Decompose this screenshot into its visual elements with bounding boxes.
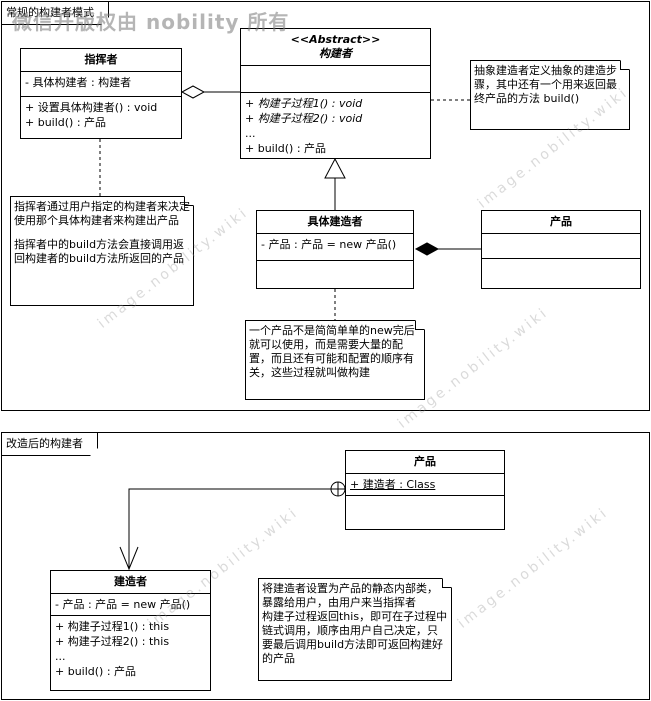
product-top-name: 产品 [482,211,640,234]
abstract-builder-methods: + 构建子过程1() : void + 构建子过程2() : void ... … [241,93,430,159]
director-method-set: + 设置具体构建者() : void [25,101,158,114]
note-director-line1: 指挥者通过用户指定的构建者来决定使用那个具体构建者来构建出产品 [14,200,190,227]
builder-bottom-method-build: + build() : 产品 [55,665,137,678]
abstract-method-step1: + 构建子过程1() : void [245,97,363,110]
top-panel-frame: 常规的构建者模式 [1,1,650,411]
watermark-title: 微信开版权由 nobility 所有 [12,10,290,34]
director-methods: + 设置具体构建者() : void + build() : 产品 [21,97,181,133]
abstract-method-step2: + 构建子过程2() : void [245,112,363,125]
builder-bottom-method-step1: + 构建子过程1() : this [55,620,170,633]
inheritance-triangle [324,157,346,179]
abstract-method-build: + build() : 产品 [245,142,327,155]
nested-arrow-head [119,546,139,571]
abstract-builder-name: 构建者 [319,47,352,60]
abstract-builder-head: <<Abstract>> 构建者 [241,29,430,66]
builder-bottom-method-ellipsis: ... [55,650,66,663]
concrete-builder-name: 具体建造者 [257,211,413,234]
builder-bottom-attributes: - 产品 : 产品 = new 产品() [51,594,210,616]
concrete-builder-attributes: - 产品 : 产品 = new 产品() [257,234,413,261]
product-top-methods [482,259,640,283]
note-director-line2: 指挥者中的build方法会直接调用返回构建者的build方法所返回的产品 [14,238,185,265]
director-attribute: - 具体构建者 : 构建者 [25,76,132,89]
director-class-name: 指挥者 [21,49,181,72]
top-panel-tab: 常规的构建者模式 [2,2,109,25]
builder-bottom-name: 建造者 [51,571,210,594]
builder-class-bottom[interactable]: 建造者 - 产品 : 产品 = new 产品() + 构建子过程1() : th… [50,570,211,691]
product-class-bottom[interactable]: 产品 + 建造者 : Class [345,450,505,530]
director-attributes: - 具体构建者 : 构建者 [21,72,181,97]
abstract-method-ellipsis: ... [245,127,256,140]
director-method-build: + build() : 产品 [25,116,107,129]
director-class[interactable]: 指挥者 - 具体构建者 : 构建者 + 设置具体构建者() : void + b… [20,48,182,139]
note-abstract-builder: 抽象建造者定义抽象的建造步骤，其中还有一个用来返回最终产品的方法 build() [470,60,630,130]
note-director: 指挥者通过用户指定的构建者来决定使用那个具体构建者来构建出产品 指挥者中的bui… [10,196,194,306]
abstract-builder-class[interactable]: <<Abstract>> 构建者 + 构建子过程1() : void + 构建子… [240,28,431,159]
composition-diamond [414,242,440,256]
nested-line [128,488,331,569]
builder-bottom-method-step2: + 构建子过程2() : this [55,635,170,648]
product-bottom-name: 产品 [346,451,504,474]
concrete-builder-attribute: - 产品 : 产品 = new 产品() [261,238,397,251]
bottom-panel-frame: 改造后的构建者 [1,432,650,700]
aggregation-diamond [180,85,206,99]
abstract-stereotype: <<Abstract>> [290,33,381,46]
builder-bottom-methods: + 构建子过程1() : this + 构建子过程2() : this ... … [51,616,210,682]
builder-bottom-attribute: - 产品 : 产品 = new 产品() [55,598,191,611]
bottom-panel-tab: 改造后的构建者 [2,433,98,456]
product-top-attributes [482,234,640,259]
product-class-top[interactable]: 产品 [481,210,641,289]
note-product: 一个产品不是简简单单的new完后就可以使用，而是需要大量的配置，而且还有可能和配… [245,320,425,400]
product-bottom-methods [346,496,504,520]
note-bottom: 将建造者设置为产品的静态内部类，暴露给用户，由用户来当指挥者 构建子过程返回th… [258,578,452,681]
product-bottom-attribute: + 建造者 : Class [350,478,436,491]
concrete-builder-class[interactable]: 具体建造者 - 产品 : 产品 = new 产品() [256,210,414,289]
product-bottom-attributes: + 建造者 : Class [346,474,504,496]
abstract-builder-attributes [241,66,430,93]
concrete-builder-methods [257,261,413,285]
